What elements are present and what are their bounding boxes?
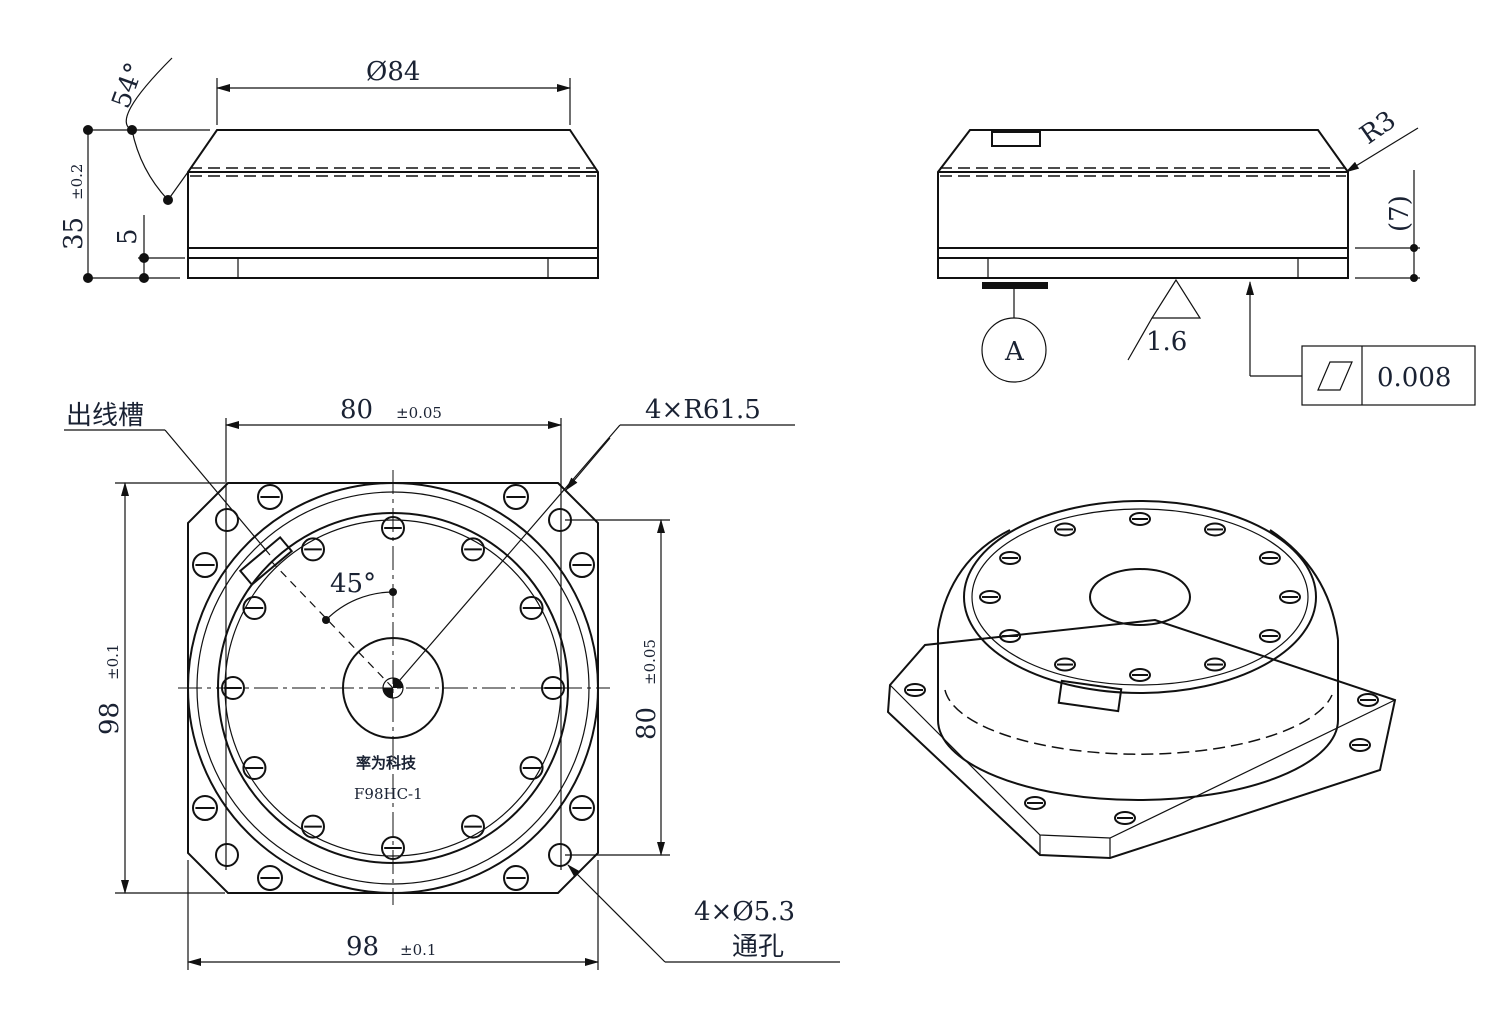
slot-label: 出线槽 <box>66 401 144 431</box>
isometric-view <box>886 500 1397 860</box>
screw-icon <box>301 537 325 562</box>
screw-icon <box>1357 693 1379 707</box>
screw-icon <box>221 676 245 700</box>
connector-slot <box>991 131 1041 147</box>
ref-dim-label: (7) <box>1385 195 1415 232</box>
cable-slot <box>238 535 294 587</box>
screw-icon <box>519 756 544 780</box>
screw-icon <box>381 516 405 540</box>
screw-icon <box>1204 522 1226 537</box>
screw-icon <box>999 551 1022 565</box>
screw-icon <box>1054 522 1076 537</box>
angle-45-label: 45° <box>330 569 376 599</box>
screw-icon <box>503 484 529 510</box>
hole-callout: 4×Ø5.3 <box>694 897 795 927</box>
datum-label: A <box>1004 337 1025 367</box>
inner-height-tolerance: ±0.05 <box>641 639 659 685</box>
flatness-value: 0.008 <box>1377 363 1451 393</box>
width-label: 80 <box>340 395 373 425</box>
screw-icon <box>541 676 565 700</box>
height-tolerance: ±0.2 <box>68 164 86 200</box>
screw-icon <box>1258 551 1281 565</box>
screw-icon <box>503 865 529 891</box>
screw-icon <box>1054 657 1076 672</box>
screw-icon <box>1129 668 1151 682</box>
screw-icon <box>257 484 283 510</box>
outer-height-tolerance: ±0.1 <box>104 644 122 680</box>
outer-height-label: 98 <box>95 702 125 735</box>
radius-label: R3 <box>1355 105 1402 150</box>
screw-icon <box>381 836 405 860</box>
side-view-right: R3 (7) A 1.6 0.008 <box>937 105 1476 406</box>
front-view: 出线槽 45° 80 ±0.05 4×R61.5 98 ±0.1 80 ±0.0… <box>64 395 840 970</box>
model-text: F98HC-1 <box>354 785 423 803</box>
screw-icon <box>192 795 218 821</box>
screw-icon <box>569 552 595 578</box>
screw-icon <box>1024 796 1046 810</box>
screw-icon <box>301 814 325 839</box>
step-label: 5 <box>113 228 143 245</box>
screw-icon <box>1204 657 1226 672</box>
radius-callout: 4×R61.5 <box>645 395 761 425</box>
screw-icon <box>519 596 544 620</box>
screw-icon <box>904 683 926 697</box>
screw-icon <box>242 596 267 620</box>
screw-icon <box>979 590 1001 604</box>
screw-icon <box>1258 629 1281 643</box>
screw-icon <box>1279 590 1301 604</box>
screw-icon <box>1114 811 1136 825</box>
roughness-label: 1.6 <box>1146 327 1187 357</box>
brand-text: 率为科技 <box>356 754 417 772</box>
screw-icon <box>1349 738 1371 752</box>
width-tolerance: ±0.05 <box>396 404 442 422</box>
screws <box>192 484 595 891</box>
screw-icon <box>999 629 1022 643</box>
screw-icon <box>461 537 485 562</box>
outer-width-tolerance: ±0.1 <box>400 941 436 959</box>
flatness-icon <box>1317 361 1353 391</box>
side-view-left: Ø84 54° 35 ±0.2 5 <box>59 57 599 283</box>
flatness-frame <box>1301 345 1476 406</box>
inner-height-label: 80 <box>632 707 662 740</box>
screw-icon <box>461 814 485 839</box>
outer-width-label: 98 <box>346 932 379 962</box>
height-label: 35 <box>59 217 89 250</box>
diameter-label: Ø84 <box>366 57 420 87</box>
screw-icon <box>1129 512 1151 526</box>
screw-icon <box>192 552 218 578</box>
angle-label: 54° <box>106 59 150 113</box>
screw-icon <box>257 865 283 891</box>
hole-note: 通孔 <box>732 932 784 962</box>
screw-icon <box>242 756 267 780</box>
screw-icon <box>569 795 595 821</box>
